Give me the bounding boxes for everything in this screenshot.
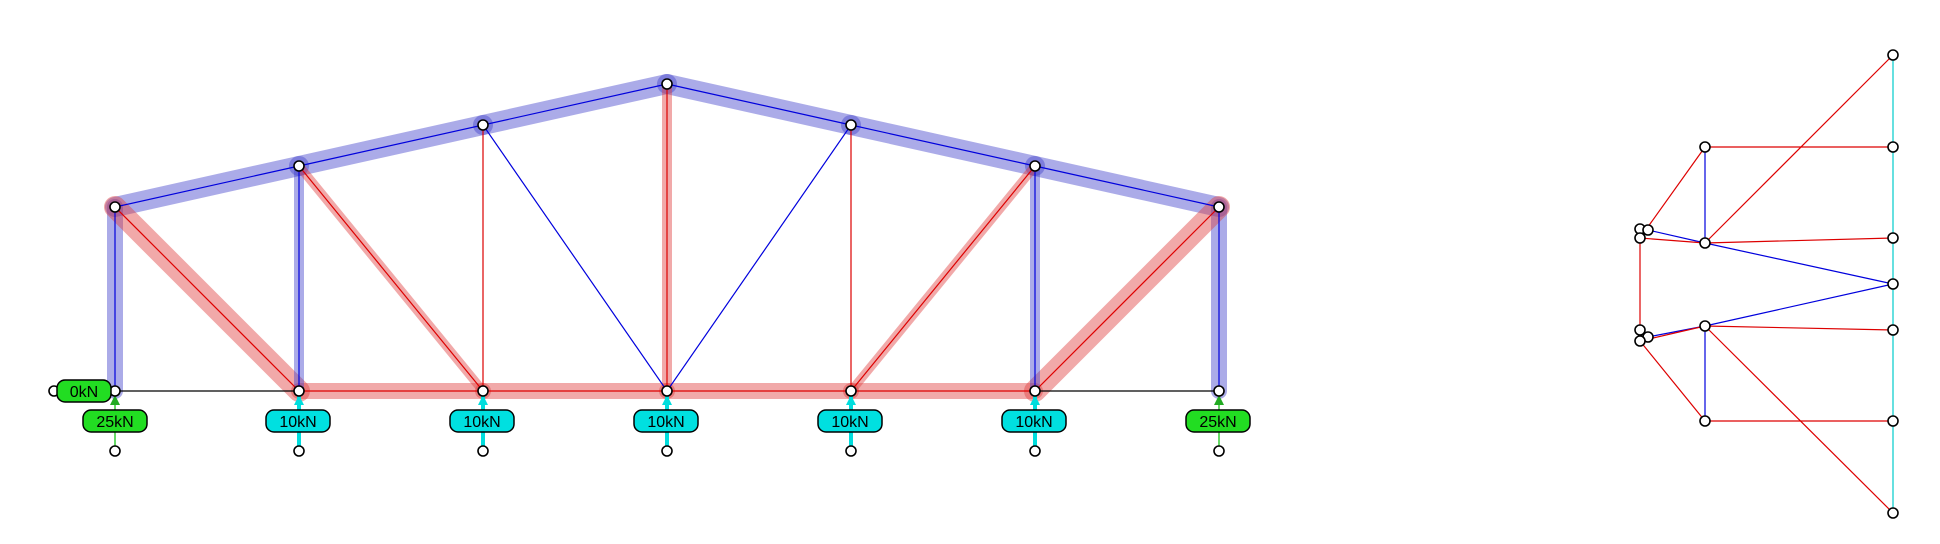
member-t2-t3 — [482, 83, 668, 126]
truss-node-t4 — [845, 119, 857, 131]
truss-node-t1 — [293, 160, 305, 172]
truss-node-b2 — [477, 385, 489, 397]
load-arrowhead-b4 — [846, 395, 856, 405]
reaction-left-badge: 25kN — [82, 409, 148, 433]
load-arrowhead-b1 — [294, 395, 304, 405]
load-arrowhead-b3 — [662, 395, 672, 405]
polygon-node-l4 — [1634, 324, 1646, 336]
member-t2-b3 — [482, 124, 668, 392]
load-end-node-b4 — [845, 445, 857, 457]
point-load-badge-2: 10kN — [449, 409, 515, 433]
load-end-node-b2 — [477, 445, 489, 457]
load-badges: 0kN 25kN 10kN 10kN 10kN 10kN 10kN 25kN — [56, 379, 1251, 433]
truss-node-b5 — [1029, 385, 1041, 397]
polygon-line-q0-a2 — [1704, 54, 1894, 244]
load-end-node-b1 — [293, 445, 305, 457]
truss-node-t0 — [109, 201, 121, 213]
truss-node-b6 — [1213, 385, 1225, 397]
point-load-label-4: 10kN — [831, 414, 868, 431]
polygon-node-l3 — [1634, 232, 1646, 244]
polygon-node-q1 — [1887, 141, 1899, 153]
truss-members — [54, 83, 1220, 392]
member-t4-b3 — [666, 124, 852, 392]
load-end-node-b0 — [109, 445, 121, 457]
member-t3-t4 — [666, 83, 852, 126]
load-arrowhead-b6 — [1214, 395, 1224, 405]
point-load-label-3: 10kN — [647, 414, 684, 431]
polygon-node-a4 — [1699, 415, 1711, 427]
member-t1-t2 — [298, 124, 484, 167]
polygon-line-a2-q3 — [1704, 242, 1894, 285]
polygon-line-l3-a2 — [1639, 237, 1706, 244]
polygon-line-q6-a3 — [1704, 325, 1894, 514]
polygon-node-q3 — [1887, 278, 1899, 290]
polygon-node-q4 — [1887, 324, 1899, 336]
polygon-node-q0 — [1887, 49, 1899, 61]
polygon-node-a3 — [1699, 320, 1711, 332]
point-load-badge-3: 10kN — [633, 409, 699, 433]
force-polygon-nodes — [1634, 49, 1899, 519]
truss-node-b3 — [661, 385, 673, 397]
reaction-horizontal-label: 0kN — [70, 384, 98, 401]
member-t5-t6 — [1034, 165, 1220, 208]
reaction-left-label: 25kN — [96, 414, 133, 431]
reaction-right-label: 25kN — [1199, 414, 1236, 431]
point-load-label-5: 10kN — [1015, 414, 1052, 431]
reaction-right-badge: 25kN — [1185, 409, 1251, 433]
member-t1-b2 — [298, 165, 484, 392]
load-arrowhead-b2 — [478, 395, 488, 405]
point-load-badge-4: 10kN — [817, 409, 883, 433]
truss-node-t5 — [1029, 160, 1041, 172]
reaction-horizontal-badge: 0kN — [56, 379, 112, 403]
polygon-line-a2-q2 — [1704, 237, 1894, 244]
point-load-badge-5: 10kN — [1001, 409, 1067, 433]
truss-node-t3 — [661, 78, 673, 90]
member-t0-t1 — [114, 165, 300, 208]
polygon-line-a3-q3 — [1704, 283, 1894, 327]
polygon-node-l2 — [1642, 224, 1654, 236]
polygon-node-l6 — [1634, 335, 1646, 347]
polygon-node-q6 — [1887, 507, 1899, 519]
member-t0-b1 — [114, 206, 300, 392]
polygon-line-a4-l6 — [1639, 340, 1706, 422]
polygon-line-a3-q4 — [1704, 325, 1894, 331]
point-load-label-1: 10kN — [279, 414, 316, 431]
truss-node-b1 — [293, 385, 305, 397]
load-arrowhead-b5 — [1030, 395, 1040, 405]
point-load-badge-1: 10kN — [265, 409, 331, 433]
polygon-node-q2 — [1887, 232, 1899, 244]
polygon-line-l2-a2 — [1647, 229, 1706, 244]
load-end-node-b3 — [661, 445, 673, 457]
load-end-node-b6 — [1213, 445, 1225, 457]
force-polygon-diagram — [1639, 54, 1894, 514]
polygon-node-a1 — [1699, 141, 1711, 153]
point-load-label-2: 10kN — [463, 414, 500, 431]
polygon-node-q5 — [1887, 415, 1899, 427]
truss-node-t6 — [1213, 201, 1225, 213]
load-arrowhead-b0 — [110, 395, 120, 405]
member-t5-b4 — [850, 165, 1036, 392]
load-end-node-b5 — [1029, 445, 1041, 457]
member-t6-b5 — [1034, 206, 1220, 392]
truss-node-t2 — [477, 119, 489, 131]
truss-node-b4 — [845, 385, 857, 397]
polygon-node-a2 — [1699, 237, 1711, 249]
truss-nodes — [48, 78, 1225, 457]
polygon-line-a1-l3 — [1639, 146, 1706, 239]
member-t4-t5 — [850, 124, 1036, 167]
